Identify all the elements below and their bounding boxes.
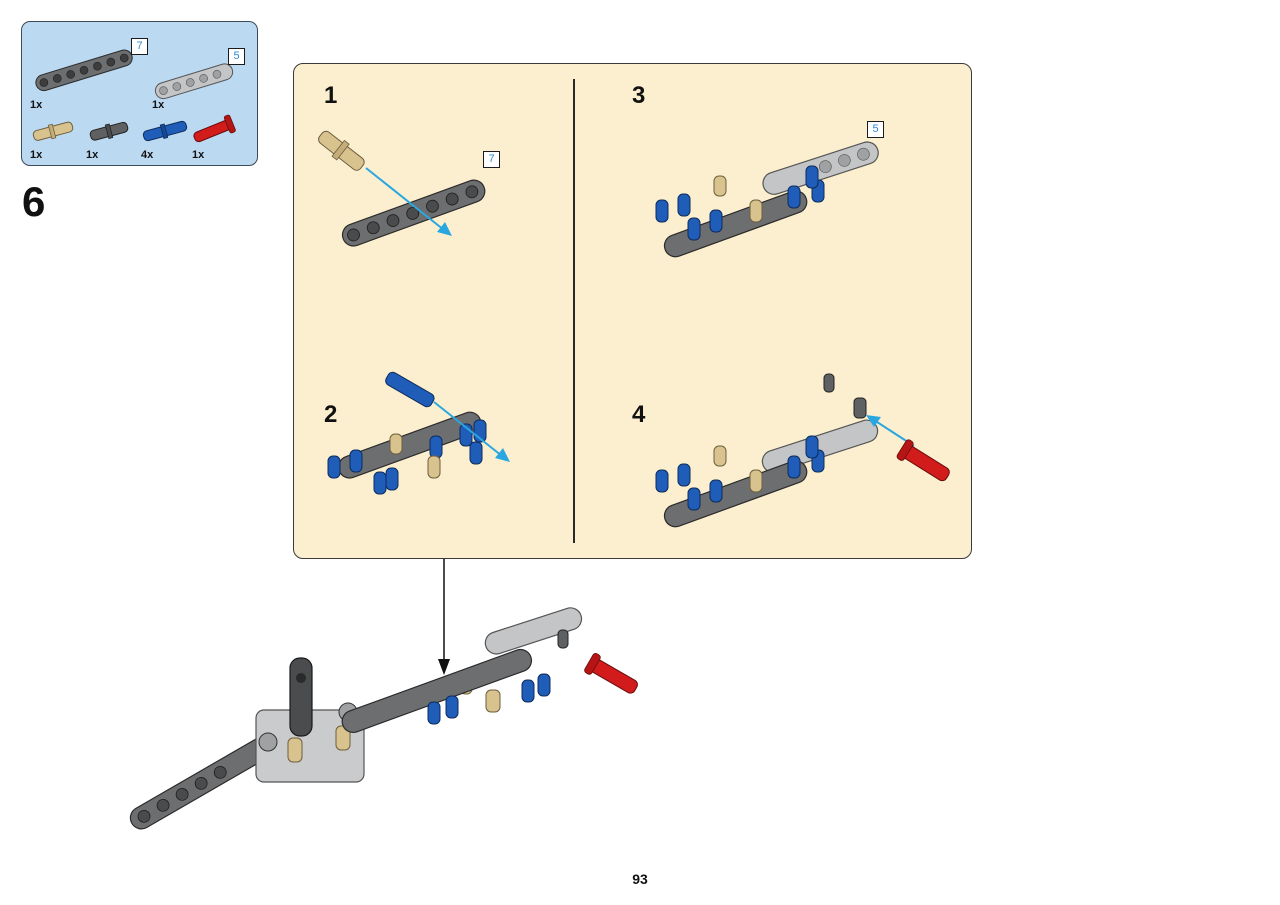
substep-4-illustration — [655, 373, 950, 528]
part-quantity: 1x — [30, 99, 43, 111]
beam-length-badge-7: 7 — [131, 38, 148, 55]
substep-number-2: 2 — [324, 401, 338, 428]
assembly-arrow — [438, 559, 450, 675]
substep-2-illustration — [327, 371, 510, 495]
part-quantity: 1x — [192, 149, 205, 161]
step-number: 6 — [22, 178, 46, 225]
beam-length-callout-7: 7 — [483, 151, 500, 168]
blue-long-pin-icon — [142, 120, 188, 142]
substep-number-3: 3 — [632, 82, 646, 109]
beam-length-badge-5: 5 — [228, 48, 245, 65]
part-quantity: 4x — [141, 149, 154, 161]
substep-3-illustration — [655, 141, 879, 258]
main-assembly-illustration — [129, 607, 638, 830]
part-quantity: 1x — [30, 149, 43, 161]
substep-number-1: 1 — [324, 82, 338, 109]
substep-number-4: 4 — [632, 401, 646, 428]
light-gray-beam-5-icon — [154, 63, 234, 100]
red-axle-pin-icon — [193, 114, 236, 143]
tan-axle-pin-icon — [32, 121, 74, 141]
substep-1-illustration — [318, 130, 486, 247]
substeps-panel: 1 2 3 4 7 5 — [293, 63, 972, 559]
page-number: 93 — [632, 871, 648, 887]
beam-length-callout-5: 5 — [867, 121, 884, 138]
panel-divider — [573, 79, 575, 543]
dark-gray-beam-7-icon — [35, 49, 133, 92]
parts-list-box: 7 1x 5 1x 1x 1x 4x — [21, 21, 258, 166]
part-quantity: 1x — [86, 149, 99, 161]
dark-gray-pin-icon — [89, 121, 129, 141]
part-quantity: 1x — [152, 99, 165, 111]
